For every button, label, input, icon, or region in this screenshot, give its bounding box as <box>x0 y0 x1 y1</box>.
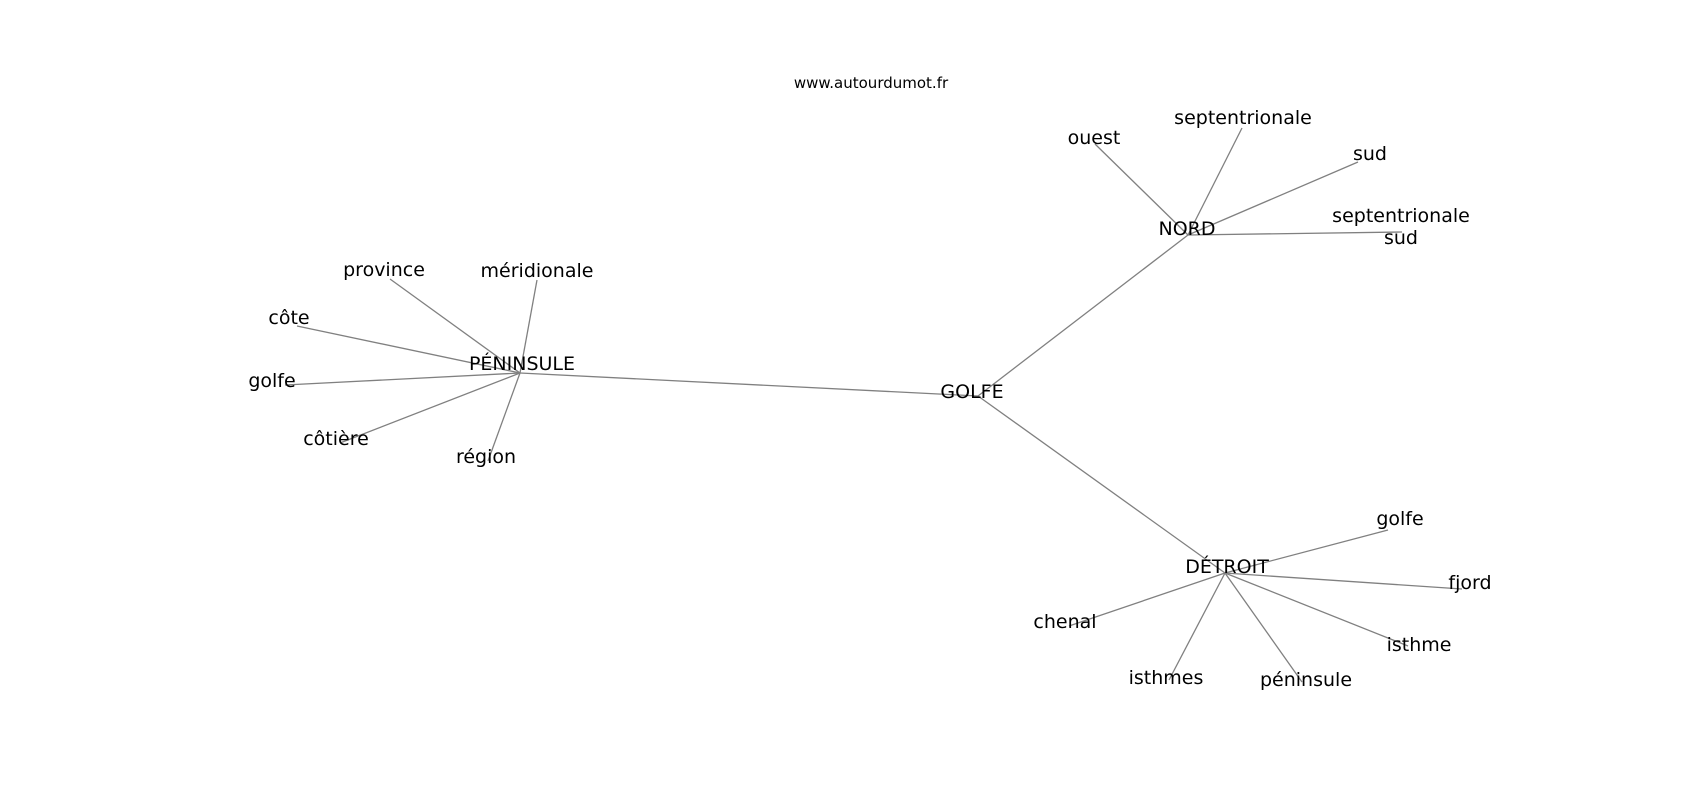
edge-peninsule-cotiere <box>339 372 521 444</box>
site-url: www.autourdumot.fr <box>794 74 949 92</box>
node-detroit: DÉTROIT <box>1185 555 1269 578</box>
node-meridionale: méridionale <box>481 260 594 282</box>
node-chenal: chenal <box>1033 611 1096 633</box>
edge-peninsule-cote <box>296 325 521 374</box>
node-golfe_d: golfe <box>1376 508 1423 530</box>
node-peninsule: PÉNINSULE <box>469 352 575 375</box>
node-ouest: ouest <box>1068 127 1121 149</box>
edge-detroit-isthmes <box>1168 572 1226 681</box>
edge-nord-ouest <box>1094 143 1189 236</box>
graph-edges <box>284 127 1463 683</box>
edge-detroit-fjord <box>1224 572 1463 590</box>
graph-labels: GOLFE PÉNINSULE NORD DÉTROIT province méridio… <box>248 107 1491 691</box>
edge-peninsule-golfe_p <box>284 372 521 386</box>
edge-detroit-golfe_d <box>1224 529 1389 574</box>
node-peninsule_d: péninsule <box>1260 669 1352 691</box>
edge-nord-septentrionale <box>1187 127 1243 236</box>
node-isthmes: isthmes <box>1129 667 1204 689</box>
edge-peninsule-meridionale <box>519 279 538 374</box>
edge-golfe_center-peninsule <box>519 372 979 397</box>
edge-nord-sud <box>1187 161 1359 236</box>
node-cotiere: côtière <box>303 428 369 450</box>
edge-detroit-chenal <box>1068 572 1226 627</box>
node-isthme: isthme <box>1387 634 1452 656</box>
node-region: région <box>456 446 516 468</box>
edge-peninsule-region <box>487 372 521 462</box>
edge-golfe_center-detroit <box>977 395 1226 574</box>
node-golfe_center: GOLFE <box>940 381 1003 403</box>
node-province: province <box>343 259 425 281</box>
edge-peninsule-province <box>389 278 521 374</box>
edge-detroit-isthme <box>1224 572 1409 647</box>
node-golfe_p: golfe <box>248 370 295 392</box>
node-fjord: fjord <box>1448 572 1491 594</box>
edge-detroit-peninsule_d <box>1224 572 1303 683</box>
edge-golfe_center-nord <box>977 234 1189 397</box>
node-cote: côte <box>268 307 309 329</box>
edge-nord-sept_sud <box>1187 231 1403 236</box>
node-sud: sud <box>1353 143 1387 165</box>
node-nord: NORD <box>1159 218 1216 240</box>
node-septentrionale: septentrionale <box>1174 107 1312 129</box>
